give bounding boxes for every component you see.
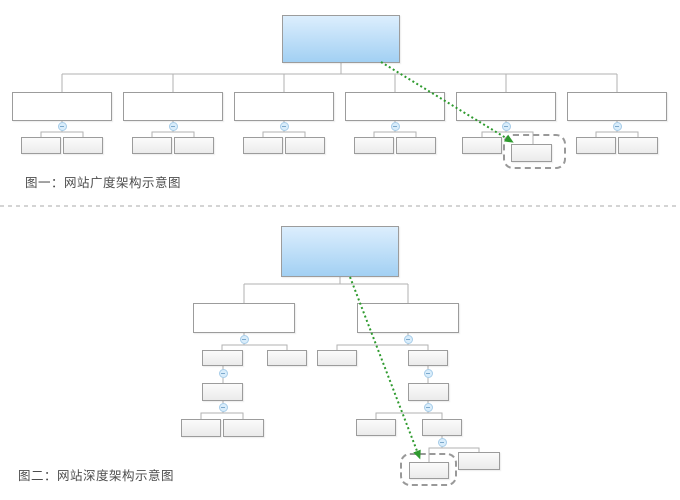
tree-connector: [336, 344, 429, 350]
subpage-node: [396, 137, 436, 154]
figure1-caption: 图一：网站广度架构示意图: [25, 176, 182, 190]
subpage-node: [21, 137, 61, 154]
subpage-node: [202, 383, 243, 401]
subpage-node: [132, 137, 172, 154]
collapse-minus-icon: [423, 368, 433, 378]
subpage-node: [174, 137, 214, 154]
category-node: [345, 92, 445, 121]
collapse-minus-icon: [390, 121, 400, 131]
category-node: [567, 92, 667, 121]
subpage-node: [576, 137, 616, 154]
subpage-node: [408, 350, 448, 366]
drop-target-outline: [503, 134, 566, 169]
subpage-node: [356, 419, 396, 436]
category-node: [234, 92, 334, 121]
site-root-node: [281, 226, 399, 277]
subpage-node: [267, 350, 307, 366]
collapse-minus-icon: [437, 437, 447, 447]
green-dotted-drag-arrow: [349, 276, 421, 460]
collapse-minus-icon: [218, 402, 228, 412]
category-node: [357, 303, 459, 333]
tree-connector: [373, 131, 417, 137]
subpage-node: [202, 350, 243, 366]
collapse-minus-icon: [501, 121, 511, 131]
collapse-minus-icon: [279, 121, 289, 131]
subpage-node: [618, 137, 658, 154]
drop-target-outline: [400, 453, 457, 486]
collapse-minus-icon: [403, 334, 413, 344]
tree-connector: [262, 131, 306, 137]
subpage-node: [458, 452, 500, 470]
subpage-node: [462, 137, 502, 154]
category-node: [123, 92, 223, 121]
subpage-node: [408, 383, 449, 401]
collapse-minus-icon: [612, 121, 622, 131]
subpage-node: [243, 137, 283, 154]
subpage-node: [285, 137, 325, 154]
tree-connector: [481, 131, 534, 144]
subpage-node: [422, 419, 462, 436]
collapse-minus-icon: [57, 121, 67, 131]
moved-subpage-node: [511, 144, 552, 162]
tree-connector: [221, 344, 288, 350]
site-root-node: [282, 15, 400, 63]
category-node: [12, 92, 112, 121]
figure2-caption: 图二：网站深度架构示意图: [18, 469, 175, 483]
collapse-minus-icon: [168, 121, 178, 131]
tree-connector: [428, 447, 480, 462]
subpage-node: [354, 137, 394, 154]
tree-connector: [151, 131, 195, 137]
subpage-node: [317, 350, 357, 366]
category-node: [456, 92, 556, 121]
section-divider: [0, 205, 680, 207]
collapse-minus-icon: [239, 334, 249, 344]
subpage-node: [223, 419, 264, 437]
collapse-minus-icon: [423, 402, 433, 412]
category-node: [193, 303, 295, 333]
tree-connector: [595, 131, 639, 137]
tree-connector: [375, 412, 443, 419]
green-dotted-drag-arrow: [380, 61, 514, 143]
tree-connector: [40, 131, 84, 137]
moved-subpage-node: [409, 462, 449, 479]
tree-connector: [200, 412, 244, 419]
collapse-minus-icon: [218, 368, 228, 378]
subpage-node: [181, 419, 221, 437]
subpage-node: [63, 137, 103, 154]
